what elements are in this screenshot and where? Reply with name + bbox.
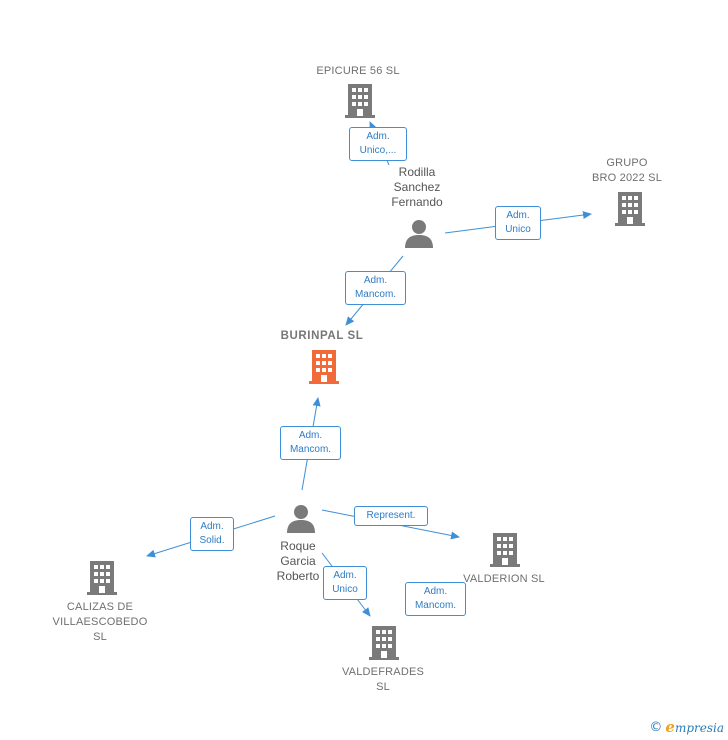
building-icon[interactable] (345, 84, 375, 118)
brand-e-letter: e (665, 718, 675, 736)
relation-label-rodilla-burinpal[interactable]: Adm. Mancom. (345, 271, 406, 305)
person-icon[interactable] (286, 503, 316, 533)
building-icon[interactable] (87, 561, 117, 595)
relation-label-roque-calizas[interactable]: Adm. Solid. (190, 517, 234, 551)
company-label-valderion[interactable]: VALDERION SL (463, 573, 545, 585)
company-label-calizas[interactable]: CALIZAS DE VILLAESCOBEDO SL (52, 601, 148, 643)
person-label-rodilla[interactable]: Rodilla Sanchez Fernando (391, 165, 443, 209)
relation-label-rodilla-grupo-bro[interactable]: Adm. Unico (495, 206, 541, 240)
brand-name: mpresia (674, 721, 724, 735)
building-icon[interactable] (490, 533, 520, 567)
company-label-epicure[interactable]: EPICURE 56 SL (316, 65, 400, 77)
relation-label-roque-valdefrades[interactable]: Adm. Unico (323, 566, 367, 600)
relation-label-rodilla-epicure[interactable]: Adm. Unico,... (349, 127, 407, 161)
relation-label-roque-burinpal[interactable]: Adm. Mancom. (280, 426, 341, 460)
company-label-valdefrades[interactable]: VALDEFRADES SL (341, 666, 425, 693)
building-icon[interactable] (369, 626, 399, 660)
relation-label-valderion-valdefrades[interactable]: Adm. Mancom. (405, 582, 466, 616)
copyright-icon: © (649, 719, 663, 735)
building-icon[interactable] (309, 350, 339, 384)
company-label-burinpal[interactable]: BURINPAL SL (280, 330, 364, 342)
person-label-roque[interactable]: Roque Garcia Roberto (276, 539, 320, 583)
relation-label-roque-valderion[interactable]: Represent. (354, 506, 428, 526)
building-icon[interactable] (615, 192, 645, 226)
company-label-grupo-bro[interactable]: GRUPO BRO 2022 SL (591, 157, 663, 184)
brand-logo: © empresia (649, 718, 724, 736)
person-icon[interactable] (404, 218, 434, 248)
